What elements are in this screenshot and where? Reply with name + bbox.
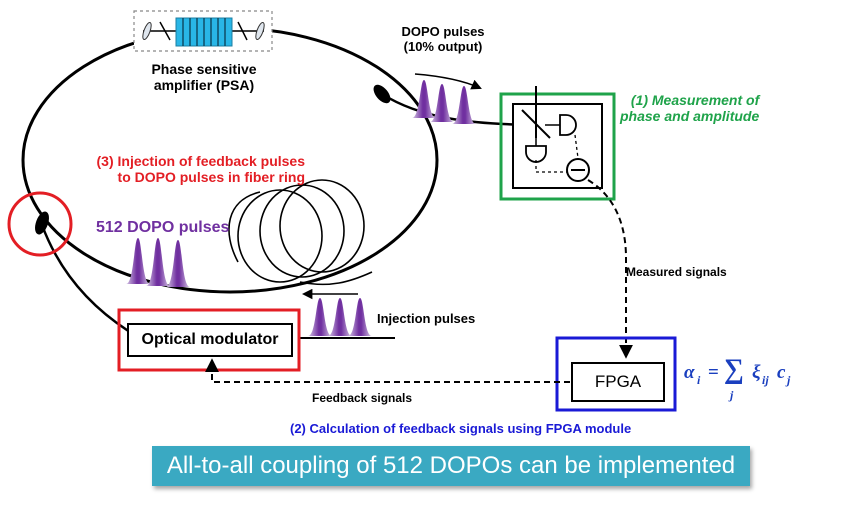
formula-xi-sub: ij	[762, 373, 769, 387]
feedback-signals-label: Feedback signals	[312, 391, 413, 405]
output-coupler	[373, 84, 391, 104]
formula-c-sub: j	[787, 373, 791, 387]
fiber-spool	[228, 179, 373, 286]
coupling-formula: α i = ∑ j ξ ij c j	[684, 352, 804, 402]
measured-signal-line	[587, 179, 633, 359]
summary-banner-text: All-to-all coupling of 512 DOPOs can be …	[166, 452, 736, 479]
formula-c: c	[777, 362, 786, 383]
injection-pulses	[308, 298, 372, 336]
injection-pulses-label: Injection pulses	[377, 311, 476, 326]
dopo-output-label: DOPO pulses (10% output)	[401, 24, 485, 54]
fpga-label: FPGA	[594, 372, 642, 391]
summary-banner: All-to-all coupling of 512 DOPOs can be …	[152, 446, 750, 486]
formula-xi: ξ	[752, 362, 761, 383]
injection-circle	[7, 191, 73, 257]
dopo-pulses	[126, 238, 190, 287]
injection-feedback-label: (3) Injection of feedback pulses to DOPO…	[96, 153, 306, 186]
dopo-512-label: 512 DOPO pulses	[96, 219, 230, 236]
optical-modulator-box: Optical modulator	[127, 323, 293, 357]
output-arrow	[414, 73, 482, 90]
psa-label: Phase sensitive amplifier (PSA)	[151, 61, 257, 94]
formula-equals: =	[708, 362, 719, 383]
measurement-box	[499, 86, 616, 201]
measured-signals-label: Measured signals	[626, 265, 727, 279]
formula-sum: ∑	[724, 354, 744, 385]
measurement-label: (1) Measurement of phase and amplitude	[620, 92, 760, 125]
psa-device	[133, 10, 273, 52]
formula-sum-sub: j	[730, 388, 734, 402]
injection-coupler	[35, 211, 49, 235]
output-pulses	[412, 80, 476, 124]
formula-lhs-var: α	[684, 362, 695, 383]
optical-modulator-label: Optical modulator	[141, 331, 279, 348]
feedback-signal-line	[205, 358, 570, 383]
formula-lhs-sub: i	[697, 373, 701, 387]
fpga-frame	[555, 336, 677, 412]
calculation-label: (2) Calculation of feedback signals usin…	[290, 421, 632, 436]
injection-fiber	[40, 224, 131, 334]
fpga-box: FPGA	[571, 362, 665, 402]
